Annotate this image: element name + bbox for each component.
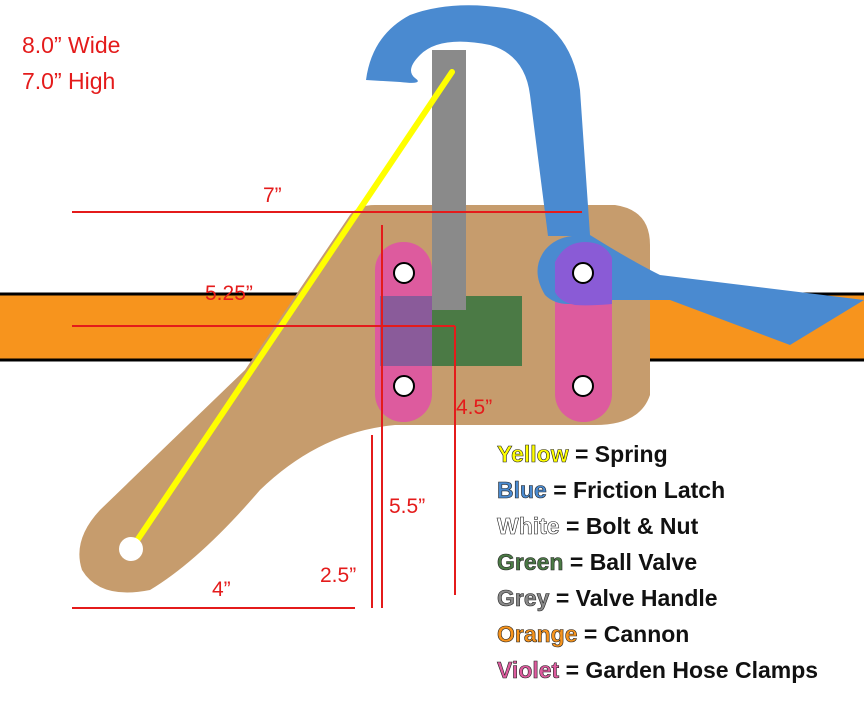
bolt-spring-anchor	[119, 537, 143, 561]
legend-description: = Valve Handle	[549, 585, 718, 611]
friction-latch	[366, 5, 864, 345]
color-legend: Yellow = Spring Blue = Friction Latch Wh…	[497, 436, 818, 688]
legend-color-word: White	[497, 513, 560, 540]
legend-color-word: Yellow	[497, 441, 569, 468]
dim-label-25: 2.5”	[320, 564, 357, 587]
legend-color-word: Violet	[497, 657, 560, 684]
bolt-left-top	[393, 262, 415, 284]
legend-description: = Garden Hose Clamps	[559, 657, 819, 683]
bolt-left-bottom	[393, 375, 415, 397]
legend-description: = Cannon	[577, 621, 690, 647]
legend-row-yellow: Yellow = Spring	[497, 436, 818, 472]
legend-color-word: Orange	[497, 621, 578, 648]
legend-row-orange: Orange = Cannon	[497, 616, 818, 652]
legend-row-violet: Violet = Garden Hose Clamps	[497, 652, 818, 688]
legend-color-word: Grey	[497, 585, 550, 612]
legend-row-blue: Blue = Friction Latch	[497, 472, 818, 508]
height-note: 7.0” High	[22, 68, 116, 94]
legend-row-grey: Grey = Valve Handle	[497, 580, 818, 616]
bolt-right-top	[572, 262, 594, 284]
legend-row-green: Green = Ball Valve	[497, 544, 818, 580]
dim-label-55: 5.5”	[389, 495, 426, 518]
legend-row-white: White = Bolt & Nut	[497, 508, 818, 544]
bolt-right-bottom	[572, 375, 594, 397]
legend-color-word: Blue	[497, 477, 547, 504]
legend-description: = Ball Valve	[563, 549, 698, 575]
legend-color-word: Green	[497, 549, 564, 576]
legend-description: = Friction Latch	[546, 477, 726, 503]
dim-label-7: 7”	[263, 184, 282, 207]
dim-label-525: 5.25”	[205, 282, 253, 305]
legend-description: = Bolt & Nut	[559, 513, 699, 539]
legend-description: = Spring	[568, 441, 668, 467]
spring-line	[129, 69, 455, 551]
width-note: 8.0” Wide	[22, 32, 121, 58]
dim-label-4: 4”	[212, 578, 231, 601]
dim-label-45: 4.5”	[456, 396, 493, 419]
clamp-valve-overlap	[380, 296, 432, 366]
